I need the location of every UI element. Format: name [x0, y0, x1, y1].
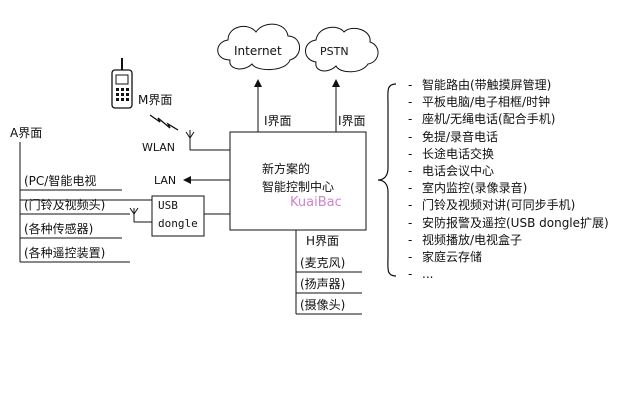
- feature-item: -...: [408, 267, 434, 282]
- h-item-camera: (摄像头): [300, 298, 346, 312]
- feature-item: -视频播放/电视盒子: [408, 232, 523, 247]
- feature-item: -长途电话交换: [408, 146, 495, 161]
- h-item-speaker: (扬声器): [300, 277, 346, 291]
- right-brace: [377, 83, 397, 277]
- feature-item: -电话会议中心: [408, 163, 495, 178]
- feature-item: -平板电脑/电子相框/时钟: [408, 95, 551, 110]
- wlan-antenna-icon: [185, 130, 230, 151]
- feature-item: -安防报警及遥控(USB dongle扩展): [408, 215, 609, 230]
- feature-list: -智能路由(带触摸屏管理) -平板电脑/电子相框/时钟 -座机/无绳电话(配合手…: [408, 77, 609, 283]
- usb-dongle-box: [151, 195, 205, 237]
- i-interface-label-left: I界面: [264, 114, 292, 128]
- center-title-line2: 智能控制中心: [262, 180, 335, 194]
- h-interface-label: H界面: [306, 234, 340, 248]
- lan-label: LAN: [154, 174, 177, 187]
- i-interface-label-right: I界面: [338, 114, 366, 128]
- wlan-label: WLAN: [142, 141, 176, 154]
- feature-item: -家庭云存储: [408, 249, 483, 264]
- a-item-doorbell: (门铃及视频头): [24, 198, 106, 212]
- control-center-box: [229, 131, 367, 231]
- pstn-cloud: [305, 26, 379, 73]
- usb-dongle-line1: USB: [158, 199, 178, 212]
- internet-label: Internet: [234, 44, 282, 58]
- feature-item: -智能路由(带触摸屏管理): [408, 78, 552, 92]
- feature-item: -免提/录音电话: [408, 129, 499, 144]
- center-title-line1: 新方案的: [262, 162, 311, 176]
- mobile-phone-icon: [111, 58, 133, 109]
- wireless-signal-icon: [149, 114, 179, 131]
- watermark: KuaiBac: [290, 195, 342, 210]
- a-item-pc-tv: (PC/智能电视: [24, 174, 97, 188]
- usb-antenna-icon: [129, 207, 152, 223]
- usb-dongle-line2: dongle: [158, 217, 198, 230]
- feature-item: -座机/无绳电话(配合手机): [408, 112, 556, 127]
- internet-cloud: [217, 23, 300, 70]
- a-item-remotes: (各种遥控装置): [24, 246, 106, 260]
- a-item-sensors: (各种传感器): [24, 222, 94, 236]
- feature-item: -室内监控(录像录音): [408, 181, 528, 196]
- m-interface-label: M界面: [138, 93, 173, 107]
- feature-item: -门铃及视频对讲(可同步手机): [408, 198, 576, 213]
- pstn-label: PSTN: [320, 45, 349, 58]
- a-interface-label: A界面: [10, 126, 43, 140]
- h-item-microphone: (麦克风): [300, 256, 346, 270]
